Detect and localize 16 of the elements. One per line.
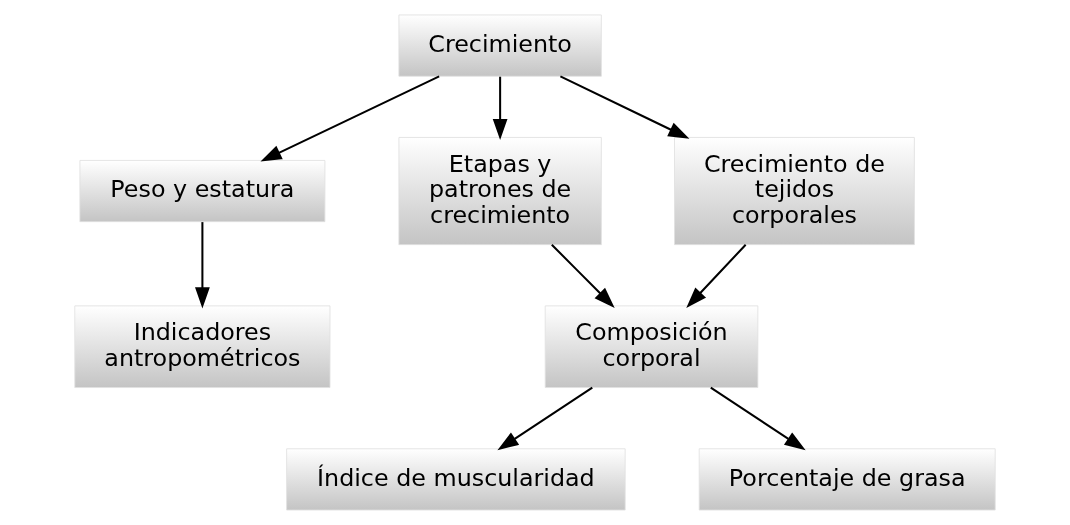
node-box: Crecimiento de tejidos corporales — [674, 137, 915, 246]
node-box: Crecimiento — [398, 14, 602, 77]
arrow — [492, 76, 508, 141]
node-box: Etapas y patrones de crecimiento — [398, 137, 602, 246]
arrow — [260, 75, 440, 162]
arrow — [551, 244, 615, 308]
node-box: Peso y estatura — [79, 160, 326, 223]
arrow — [686, 244, 747, 308]
node-box: Indicadores antropométricos — [74, 305, 331, 388]
node-box: Índice de muscularidad — [286, 448, 626, 511]
arrow — [497, 386, 593, 451]
node-box: Porcentaje de grasa — [698, 448, 996, 511]
arrow — [559, 75, 690, 139]
arrow — [710, 386, 806, 451]
node-box: Composición corporal — [544, 305, 759, 388]
arrow — [195, 222, 210, 309]
